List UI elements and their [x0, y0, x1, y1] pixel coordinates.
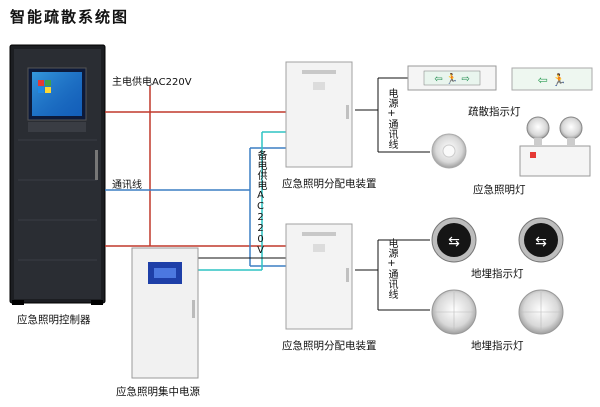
svg-text:⇆: ⇆ [448, 234, 460, 250]
svg-text:⇆: ⇆ [535, 234, 547, 250]
exit-sign-left: ⇦ 🏃 ⇨ [407, 65, 497, 91]
controller-label: 应急照明控制器 [17, 314, 91, 326]
distribution-top-label: 应急照明分配电装置 [282, 178, 377, 190]
svg-text:⇦ 🏃 ⇨: ⇦ 🏃 ⇨ [434, 72, 470, 85]
emergency-light-label: 应急照明灯 [473, 184, 526, 196]
central-power-label: 应急照明集中电源 [116, 386, 200, 398]
central-power-cabinet [131, 247, 199, 379]
main-power-label: 主电供电AC220V [112, 77, 192, 88]
power-comm-label-top: 电源+通讯线 [386, 88, 397, 149]
backup-power-label: 备电供电AC220V [255, 150, 266, 256]
exit-sign-label: 疏散指示灯 [468, 106, 521, 118]
comm-line-label: 通讯线 [112, 180, 142, 191]
distribution-box-bottom [285, 223, 353, 330]
emergency-light-twinhead [519, 116, 591, 177]
wiring [105, 77, 430, 311]
floor-sign-label: 地埋指示灯 [471, 268, 524, 280]
distribution-box-top [285, 61, 353, 168]
floor-light-2 [518, 289, 564, 335]
floor-light-label: 地埋指示灯 [471, 340, 524, 352]
floor-sign-1: ⇆ [431, 217, 477, 263]
svg-text:⇦ 🏃: ⇦ 🏃 [538, 73, 567, 87]
floor-light-1 [431, 289, 477, 335]
controller-cabinet [9, 44, 106, 305]
distribution-bottom-label: 应急照明分配电装置 [282, 340, 377, 352]
diagram-title: 智能疏散系统图 [10, 8, 130, 26]
floor-sign-2: ⇆ [518, 217, 564, 263]
emergency-light-round [431, 133, 467, 169]
power-comm-label-bottom: 电源+通讯线 [386, 238, 397, 299]
exit-sign-right: ⇦ 🏃 [511, 67, 593, 91]
